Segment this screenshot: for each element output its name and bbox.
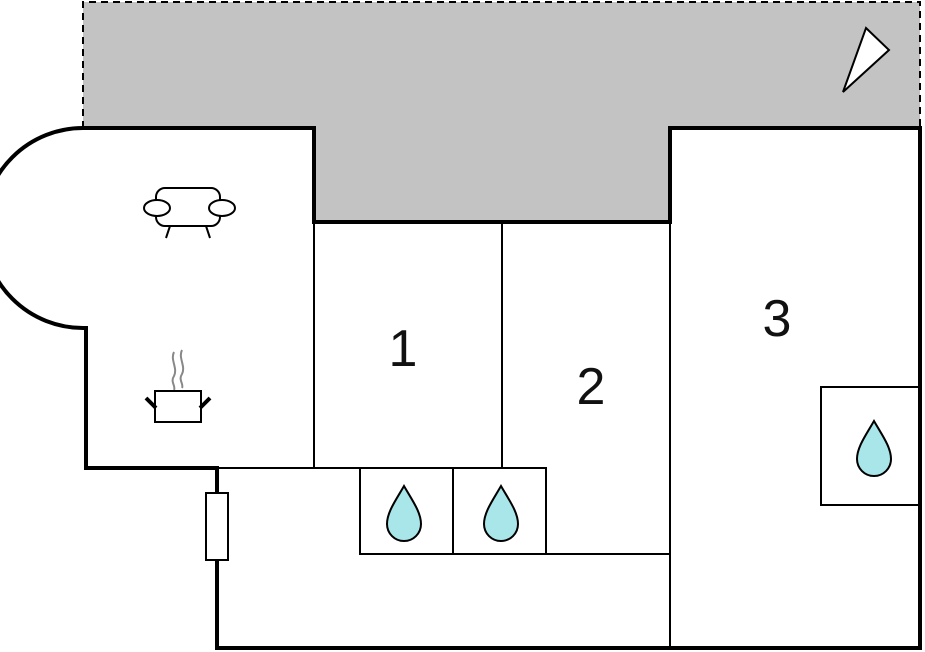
water-drop-icon bbox=[482, 483, 520, 542]
exterior-walls bbox=[0, 126, 922, 650]
room-label-2: 2 bbox=[577, 358, 606, 416]
terrace-dashed-edge bbox=[82, 1, 921, 128]
cooking-pot-icon bbox=[144, 349, 212, 423]
water-drop-icon bbox=[385, 483, 423, 542]
room-label-3: 3 bbox=[763, 290, 792, 348]
interior-walls bbox=[218, 221, 671, 648]
sofa-icon bbox=[143, 187, 236, 239]
north-arrow-icon bbox=[842, 26, 891, 93]
room-label-1: 1 bbox=[389, 320, 418, 378]
water-drop-icon bbox=[855, 418, 893, 477]
terrace-area bbox=[83, 2, 920, 222]
door-icon bbox=[205, 492, 229, 561]
